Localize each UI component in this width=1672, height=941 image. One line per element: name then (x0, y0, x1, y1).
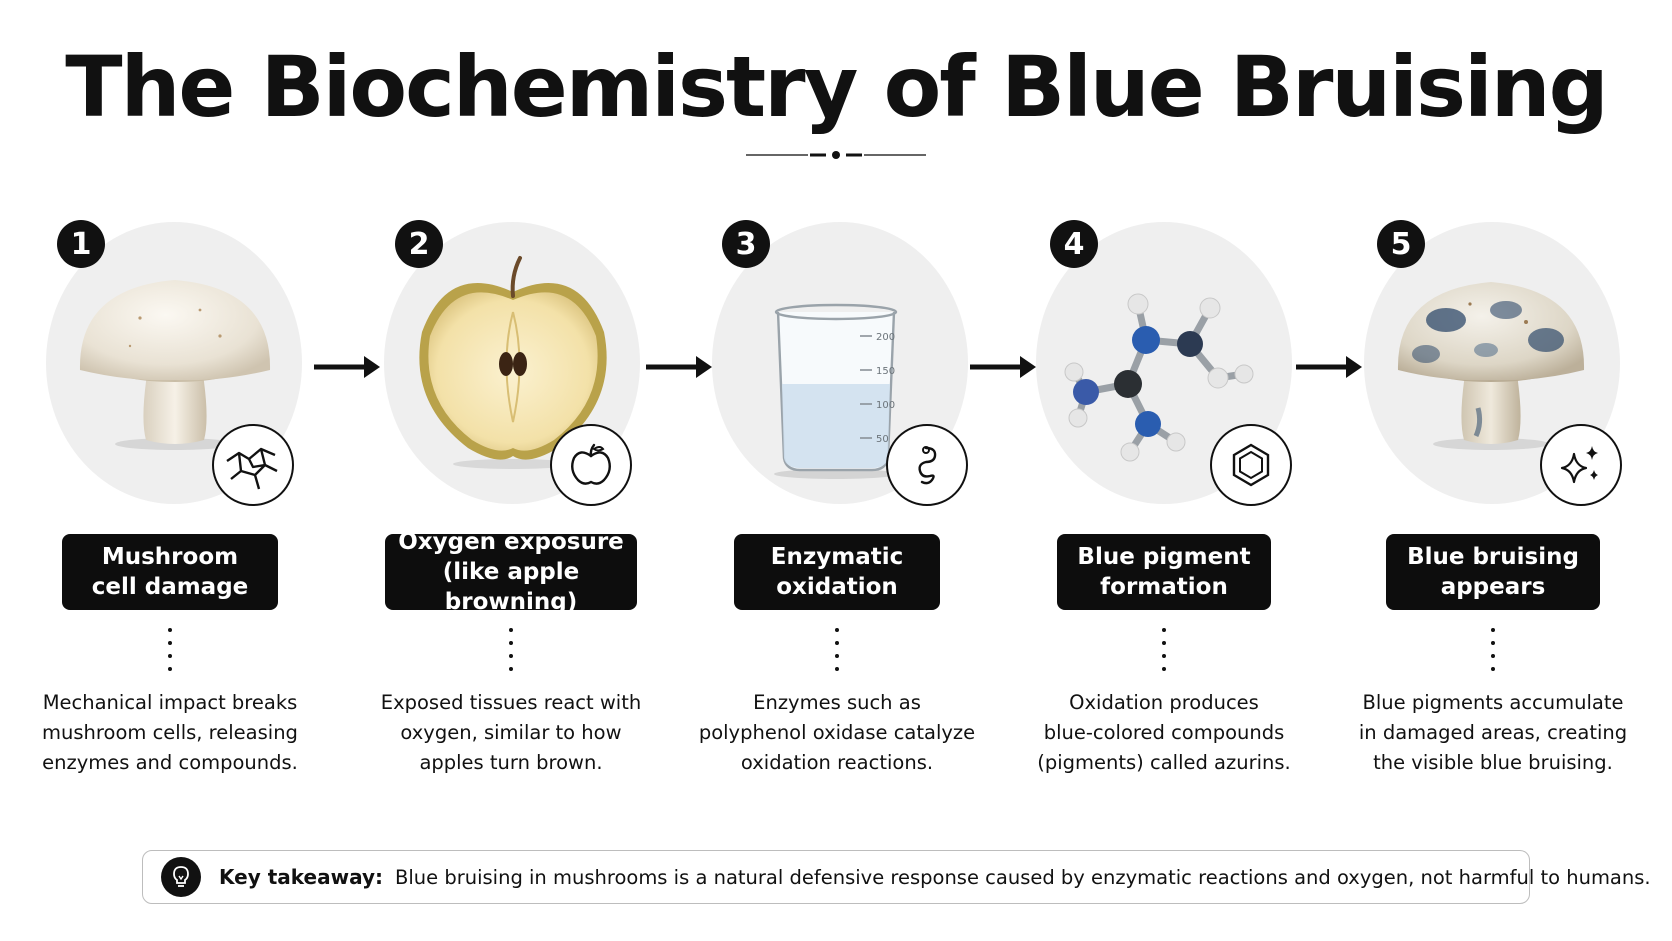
lightbulb-icon (173, 866, 189, 887)
step-3-number: 3 (722, 220, 770, 268)
step-2-connector (508, 628, 514, 674)
glass-beaker-illustration: 200 150 100 50 (774, 303, 898, 479)
beaker-mark-200: 200 (876, 332, 895, 343)
enzyme-badge (886, 424, 968, 506)
beaker-mark-150: 150 (876, 366, 895, 377)
arrow-right-icon (970, 356, 1036, 378)
step-1-number: 1 (57, 220, 105, 268)
apple-icon (571, 443, 611, 485)
step-1-connector (167, 628, 173, 674)
step-4-number: 4 (1050, 220, 1098, 268)
step-2-label: Oxygen exposure(like apple browning) (385, 529, 637, 615)
step-5-connector (1490, 628, 1496, 674)
sparkles-badge (1540, 424, 1622, 506)
step-4-connector (1161, 628, 1167, 674)
step-5-number: 5 (1377, 220, 1425, 268)
lightbulb-badge (161, 857, 201, 897)
step-3-connector (834, 628, 840, 674)
beaker-mark-100: 100 (876, 400, 895, 411)
bruised-mushroom-illustration (1397, 282, 1585, 450)
apple-badge (550, 424, 632, 506)
arrow-right-icon (646, 356, 712, 378)
takeaway-label: Key takeaway: (219, 865, 383, 889)
step-2-number: 2 (395, 220, 443, 268)
beaker-mark-50: 50 (876, 434, 889, 445)
enzyme-icon (918, 446, 937, 485)
takeaway-text: Blue bruising in mushrooms is a natural … (394, 865, 1651, 889)
key-takeaway-box: Key takeaway: Blue bruising in mushrooms… (142, 850, 1651, 904)
cracked-cells-badge (212, 424, 294, 506)
cracked-cells-icon (226, 447, 278, 490)
molecule-model-illustration (1064, 293, 1254, 462)
halved-apple-illustration (419, 256, 607, 469)
title-divider (746, 151, 926, 159)
white-mushroom-illustration (79, 280, 271, 450)
sparkles-icon (1560, 446, 1598, 484)
arrow-right-icon (314, 356, 380, 378)
arrow-right-icon (1296, 356, 1362, 378)
page-title: The Biochemistry of Blue Bruising (65, 38, 1608, 136)
hexagon-ring-icon (1232, 443, 1270, 487)
hexagon-ring-badge (1210, 424, 1292, 506)
